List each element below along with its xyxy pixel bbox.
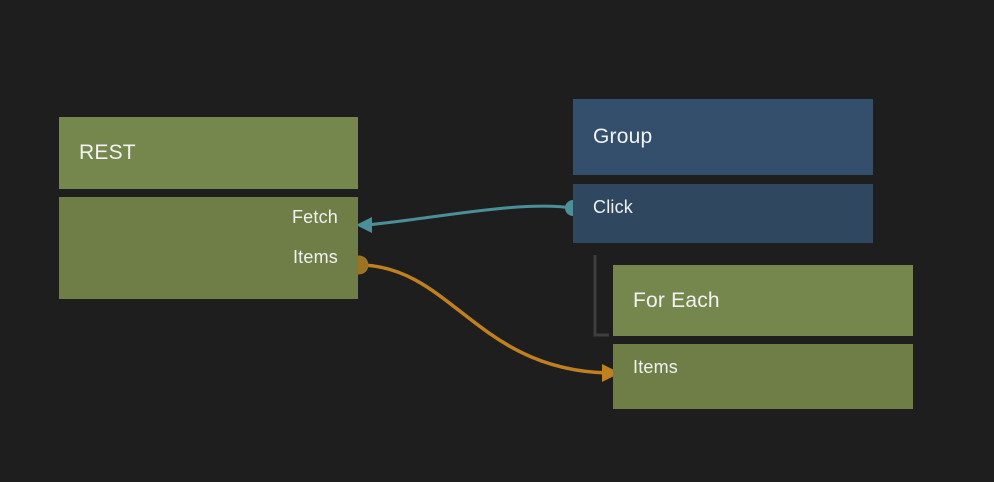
node-rest-header[interactable]: REST (59, 117, 358, 189)
port-rest-items-label: Items (292, 246, 338, 267)
port-rest-fetch-label: Fetch (291, 206, 338, 227)
port-rest-fetch[interactable]: Fetch (59, 197, 358, 237)
port-group-click[interactable]: Click (573, 184, 873, 230)
edge-click-to-fetch[interactable] (364, 204, 575, 227)
node-rest-body: Fetch Items (59, 197, 358, 299)
arrowhead-icon-teal (356, 217, 372, 233)
node-rest-title: REST (79, 141, 136, 164)
node-group[interactable]: Group Click (573, 99, 873, 243)
node-group-header[interactable]: Group (573, 99, 873, 175)
group-children-bracket (593, 255, 609, 337)
node-for-each-title: For Each (633, 288, 720, 312)
port-for-each-items-label: Items (633, 356, 679, 377)
port-rest-items[interactable]: Items (59, 237, 358, 277)
node-for-each-header[interactable]: For Each (613, 265, 913, 336)
node-rest[interactable]: REST Fetch Items (59, 117, 358, 299)
node-for-each-body: Items (613, 344, 913, 409)
node-group-title: Group (593, 125, 653, 148)
edge-items-to-items[interactable] (360, 263, 610, 375)
port-for-each-items[interactable]: Items (613, 344, 913, 390)
node-for-each[interactable]: For Each Items (613, 265, 913, 409)
node-group-body: Click (573, 184, 873, 243)
port-group-click-label: Click (593, 196, 633, 217)
